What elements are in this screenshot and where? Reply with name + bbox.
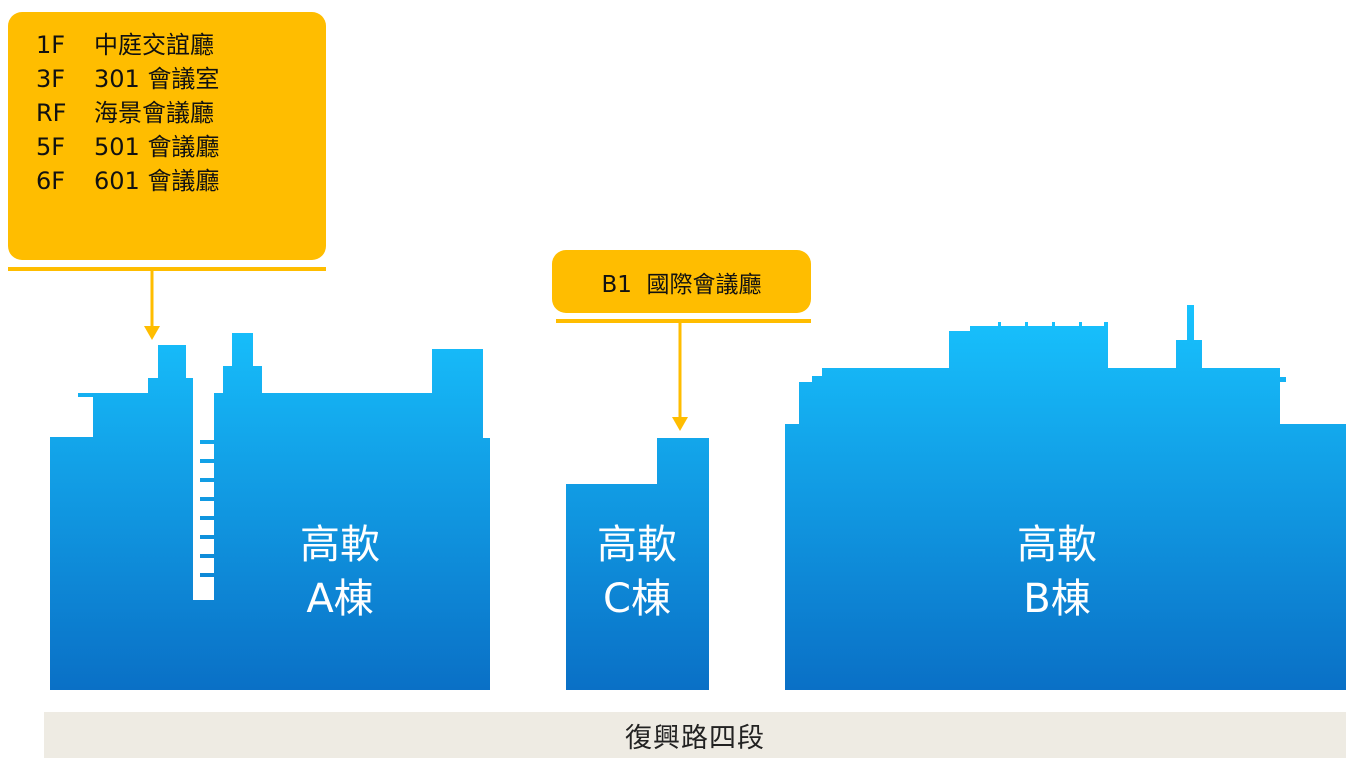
building-b: [785, 305, 1346, 690]
building-c-label: 高軟 C棟: [597, 522, 677, 622]
callout-building-c-room: B1 國際會議廳: [552, 250, 811, 313]
building-b-label: 高軟 B棟: [1017, 522, 1097, 622]
building-c: [566, 438, 709, 690]
building-a: [50, 333, 490, 690]
road-label-bar: 復興路四段: [44, 712, 1346, 758]
building-a-label: 高軟 A棟: [300, 522, 380, 622]
callout-c-connector: [556, 319, 811, 431]
callout-a-connector: [8, 267, 326, 340]
road-name: 復興路四段: [625, 722, 765, 754]
callout-c-label: B1 國際會議廳: [601, 271, 762, 298]
